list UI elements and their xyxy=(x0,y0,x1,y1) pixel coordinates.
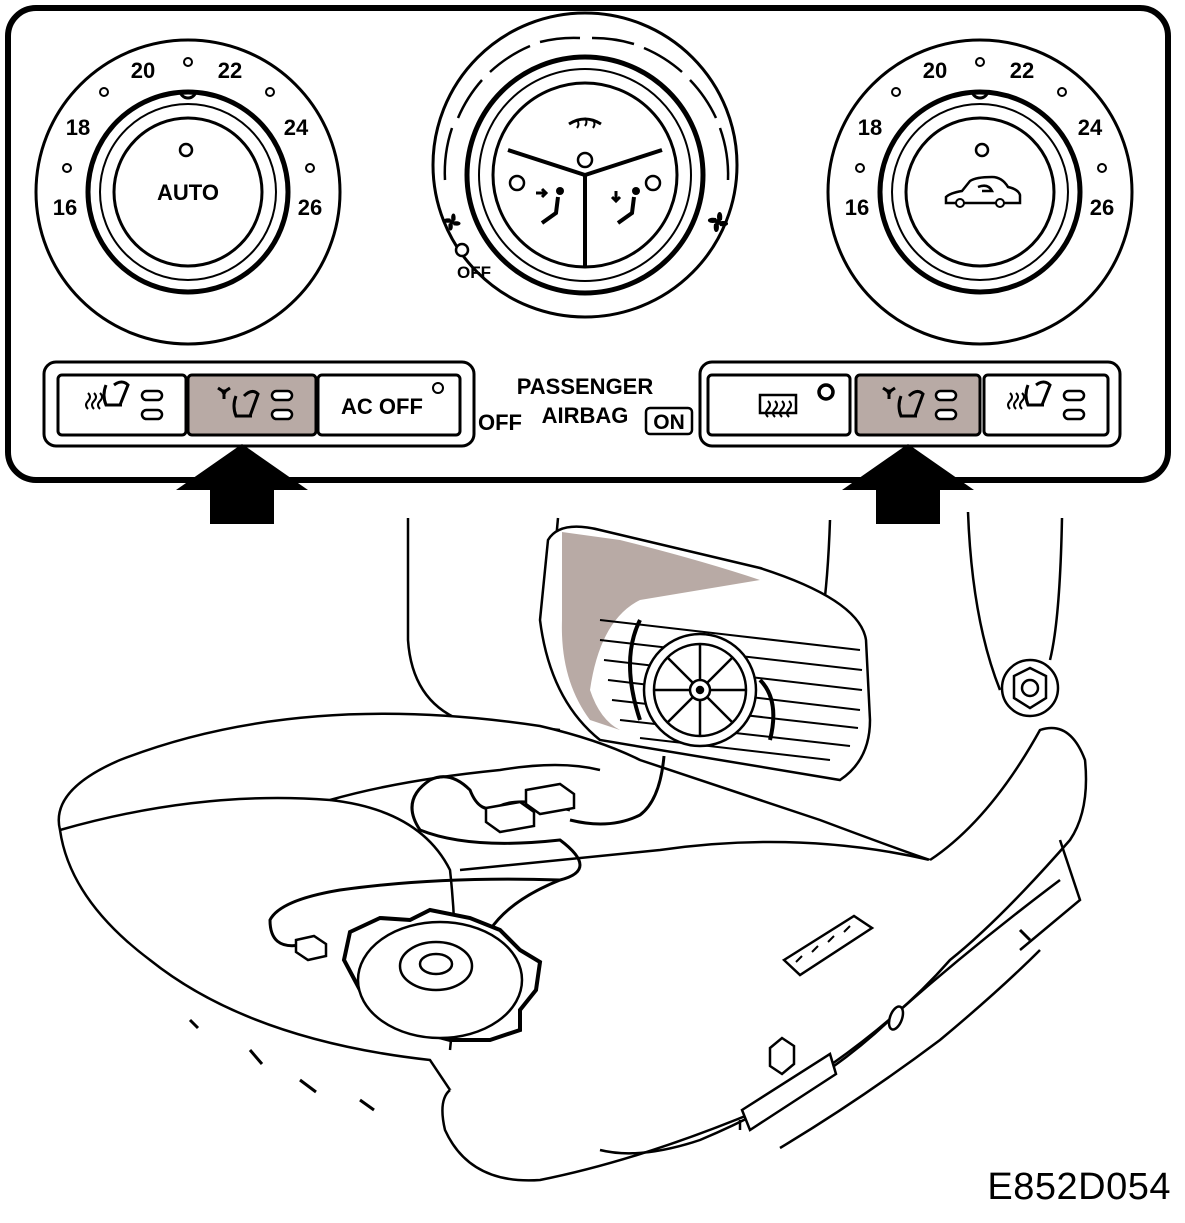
airbag-line-2: AIRBAG xyxy=(542,403,629,428)
seat-illustration xyxy=(57,511,1088,1182)
auto-indicator-led xyxy=(178,142,194,158)
callout-arrow-right xyxy=(842,444,974,524)
svg-text:16: 16 xyxy=(53,195,77,220)
svg-text:20: 20 xyxy=(131,58,155,83)
windscreen-defrost-icon xyxy=(568,117,602,129)
svg-text:16: 16 xyxy=(845,195,869,220)
rear-defrost-icon xyxy=(758,393,798,418)
callout-arrow-left xyxy=(176,444,308,524)
recirculation-icon[interactable] xyxy=(944,175,1022,208)
left-ventilated-seat-button[interactable] xyxy=(186,373,318,437)
wiring-connectors xyxy=(294,782,576,962)
left-temperature-dial[interactable]: AUTO 16 18 20 22 24 26 xyxy=(34,38,342,346)
airbag-off-label: OFF xyxy=(478,410,522,435)
svg-text:26: 26 xyxy=(1090,195,1114,220)
svg-text:18: 18 xyxy=(66,115,90,140)
foot-vent-icon xyxy=(610,187,640,225)
airbag-on-label: ON xyxy=(653,411,685,434)
recirculation-indicator-led xyxy=(974,142,990,158)
fan-speed-segments xyxy=(443,36,730,181)
ac-off-label: AC OFF xyxy=(341,394,423,419)
airbag-line-1: PASSENGER xyxy=(517,374,654,399)
seat-recliner-bolt xyxy=(1000,658,1060,718)
right-heated-seat-button[interactable] xyxy=(982,373,1110,437)
passenger-airbag-indicator: PASSENGER AIRBAG OFF ON xyxy=(478,374,694,436)
svg-text:22: 22 xyxy=(218,58,242,83)
svg-text:24: 24 xyxy=(284,115,309,140)
svg-text:20: 20 xyxy=(923,58,947,83)
auto-button-label[interactable]: AUTO xyxy=(157,180,219,205)
right-ventilated-seat-button[interactable] xyxy=(854,373,982,437)
fan-distribution-dial[interactable]: OFF xyxy=(431,11,739,319)
svg-text:22: 22 xyxy=(1010,58,1034,83)
svg-text:24: 24 xyxy=(1078,115,1103,140)
ac-off-button[interactable]: AC OFF xyxy=(316,373,462,437)
figure-reference: E852D054 xyxy=(987,1166,1171,1208)
svg-text:18: 18 xyxy=(858,115,882,140)
climate-control-panel: AUTO 16 18 20 22 24 26 xyxy=(5,5,1171,483)
rear-defrost-button[interactable] xyxy=(706,373,852,437)
seat-blower-module xyxy=(538,525,872,782)
svg-text:26: 26 xyxy=(298,195,322,220)
right-temperature-scale: 16 18 20 22 24 26 xyxy=(845,58,1114,220)
left-heated-seat-button[interactable] xyxy=(56,373,188,437)
right-temperature-dial[interactable]: 16 18 20 22 24 26 xyxy=(826,38,1134,346)
seat-cushion-pad xyxy=(341,907,543,1042)
left-temperature-scale: 16 18 20 22 24 26 xyxy=(53,58,322,220)
fan-off-label: OFF xyxy=(457,263,491,282)
face-vent-icon xyxy=(536,187,564,225)
